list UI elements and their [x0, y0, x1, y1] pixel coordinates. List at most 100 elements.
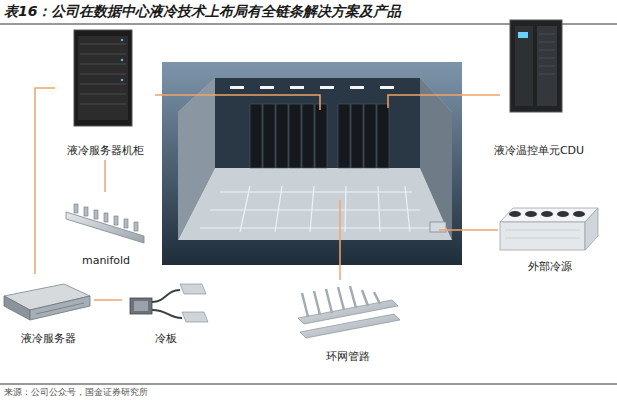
- ring-pipe-illustration-part-part: [338, 287, 344, 310]
- rack-illustration-part-part: [80, 74, 126, 75]
- rack-illustration-part-part: [80, 104, 126, 105]
- manifold-illustration-part: [74, 204, 138, 231]
- rack-illustration-part-part: [80, 54, 126, 55]
- ring-pipe-illustration-part-part: [374, 292, 380, 304]
- ring-pipe-illustration-part: [300, 314, 400, 338]
- cdu-illustration-part: [539, 34, 555, 74]
- caption-rule: [0, 384, 617, 385]
- leader-line: [388, 95, 500, 108]
- cdu-illustration-part-part: [539, 34, 555, 35]
- dry-cooler-illustration-part: [500, 208, 598, 222]
- dry-cooler-illustration-part-part: [509, 211, 521, 217]
- datacenter-illustration-part-part: [315, 104, 327, 168]
- datacenter-illustration-part: [250, 104, 389, 168]
- cdu-illustration-part-part: [539, 58, 555, 59]
- rack-illustration-part: [80, 44, 126, 104]
- node-label: 环网管路: [326, 350, 370, 366]
- datacenter-illustration-part-part: [320, 86, 334, 89]
- manifold-illustration-part-part: [94, 210, 98, 219]
- leader-line: [155, 95, 320, 110]
- ring-pipe-illustration-part-part: [326, 289, 332, 313]
- cold-plate-node: 冷板: [122, 274, 210, 348]
- connector-line: [104, 160, 106, 192]
- server-illustration-part: [30, 296, 90, 320]
- manifold-illustration-part-part: [84, 207, 88, 216]
- dry-cooler-illustration-part-part: [573, 211, 585, 217]
- rack-illustration-part: [74, 30, 132, 126]
- datacenter-illustration-part-part: [289, 104, 301, 168]
- node-label: 冷板: [155, 332, 177, 348]
- datacenter-illustration-part-part: [250, 104, 262, 168]
- datacenter-illustration-part: [178, 168, 452, 240]
- datacenter-illustration-part-part: [240, 186, 410, 232]
- node-label: 外部冷源: [528, 260, 572, 276]
- cdu-illustration: [510, 20, 562, 112]
- cdu-illustration-part: [515, 26, 533, 106]
- cold-plate-illustration-part: [134, 301, 148, 311]
- rack-illustration-part: [78, 36, 128, 120]
- manifold-node: manifold: [62, 192, 150, 270]
- cdu-illustration-part-part: [539, 50, 555, 51]
- dry-cooler-illustration-part-part: [525, 211, 537, 217]
- datacenter-illustration-part: [230, 86, 394, 89]
- server-illustration-part: [36, 303, 84, 314]
- datacenter-illustration-part-part: [230, 86, 244, 89]
- node-label: manifold: [82, 254, 130, 270]
- node-label: 液冷服务器机柜: [67, 144, 144, 160]
- cold-plate-illustration-part: [152, 290, 182, 318]
- rack-illustration: [74, 30, 132, 126]
- rack-illustration-part-part: [121, 39, 123, 41]
- datacenter-illustration-part: [200, 186, 430, 232]
- manifold-illustration-part-part: [114, 216, 118, 225]
- manifold-illustration: [66, 204, 144, 243]
- ring-pipe-illustration-part-part: [350, 286, 356, 308]
- datacenter-illustration: [162, 62, 462, 265]
- dry-cooler-illustration-part-part: [541, 211, 553, 217]
- cold-plate-illustration: [130, 284, 208, 322]
- rack-illustration-part-part: [80, 84, 126, 85]
- dry-cooler-illustration-part-part: [505, 238, 580, 239]
- ring-pipe-illustration-part-part: [314, 291, 320, 315]
- datacenter-illustration-part-part: [263, 104, 275, 168]
- dry-cooler-illustration: [500, 208, 598, 250]
- server-illustration-part-part: [36, 303, 84, 314]
- manifold-illustration-part-part: [74, 204, 78, 213]
- dry-cooler-illustration-part-part: [505, 230, 580, 231]
- rack-illustration-part-part: [121, 79, 123, 81]
- cdu-node: 液冷温控单元CDU: [480, 18, 598, 160]
- datacenter-illustration-part-part: [338, 104, 350, 168]
- cdu-illustration-part-part: [539, 42, 555, 43]
- cold-plate-illustration-part: [180, 284, 206, 294]
- ring-pipe-illustration-part-part: [362, 290, 368, 306]
- node-label: 液冷温控单元CDU: [494, 144, 584, 160]
- leader-line: [339, 200, 341, 280]
- cdu-illustration-part-part: [539, 74, 555, 75]
- cdu-illustration-part: [510, 20, 562, 112]
- cold-plate-illustration-part: [130, 298, 152, 314]
- rack-illustration-part-part: [80, 94, 126, 95]
- datacenter-illustration-part-part: [276, 104, 288, 168]
- datacenter-illustration-part-part: [260, 86, 274, 89]
- manifold-illustration-part-part: [134, 222, 138, 231]
- cdu-illustration-part-part: [539, 66, 555, 67]
- datacenter-illustration-part: [215, 78, 420, 168]
- dry-cooler-illustration-part: [509, 211, 585, 217]
- datacenter-illustration-part-part: [380, 86, 394, 89]
- server-illustration-part: [4, 296, 30, 320]
- rack-illustration-part-part: [121, 59, 123, 61]
- cold-plate-illustration-part: [182, 312, 208, 322]
- dry-cooler-illustration-part: [585, 208, 598, 250]
- ring-pipe-illustration-part-part: [302, 293, 308, 317]
- leader-line: [440, 230, 498, 232]
- datacenter-illustration-part-part: [200, 192, 430, 228]
- datacenter-illustration-part-part: [351, 104, 363, 168]
- cooling-source-node: 外部冷源: [496, 192, 604, 276]
- cdu-illustration-part: [537, 26, 557, 106]
- manifold-illustration-part-part: [104, 213, 108, 222]
- datacenter-illustration-part-part: [302, 104, 314, 168]
- datacenter-illustration-part: [162, 62, 462, 265]
- dry-cooler-illustration-part: [505, 230, 580, 238]
- ring-pipe-node: 环网管路: [290, 280, 406, 366]
